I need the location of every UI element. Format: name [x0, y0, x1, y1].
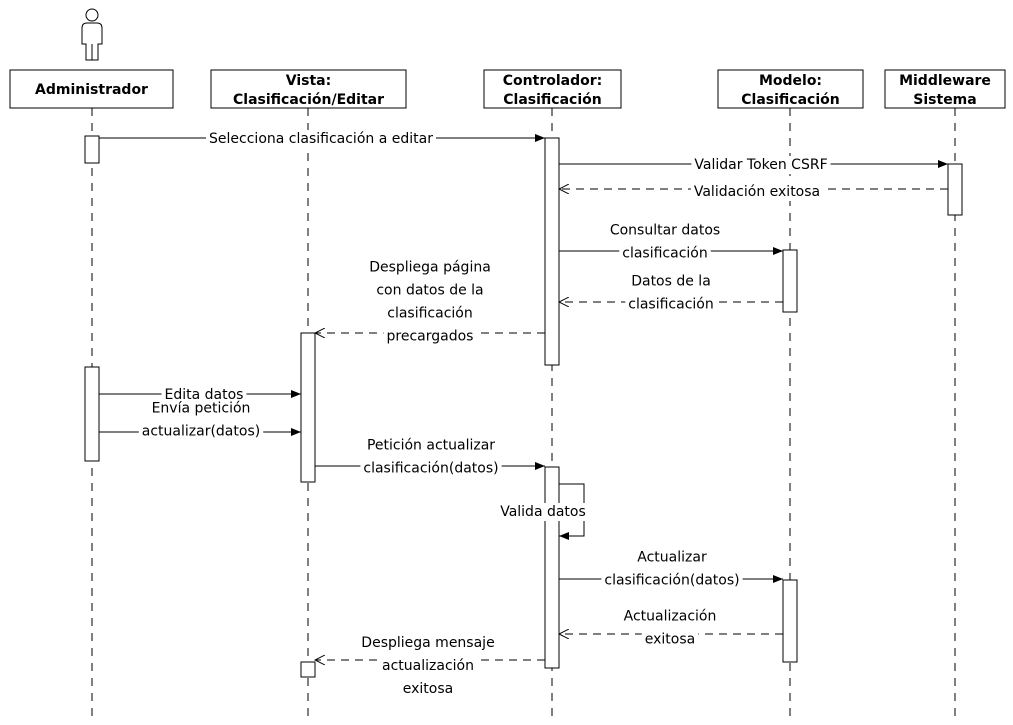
label-background: [363, 436, 499, 455]
participant-box-ctrl: [483, 69, 622, 109]
message-label-m12: Actualización exitosa: [620, 607, 720, 649]
message-label-m5: Datos de la clasificación: [625, 272, 717, 314]
activation-bar-vista-1: [300, 332, 316, 483]
label-background: [634, 548, 710, 567]
message-label-line: clasificación: [628, 297, 713, 313]
label-background: [620, 607, 720, 626]
participant-label: Clasificación: [741, 92, 839, 108]
label-background: [619, 244, 711, 263]
label-background: [366, 258, 494, 277]
message-label-m8: Envía petición actualizar(datos): [138, 399, 264, 441]
participant-vista: Vista: Clasificación/Editar: [210, 69, 407, 109]
message-label-line: clasificación: [622, 246, 707, 262]
message-label-line: con datos de la: [376, 283, 483, 299]
label-background: [148, 399, 254, 418]
participant-label: Clasificación: [503, 92, 601, 108]
participant-label: Administrador: [35, 82, 148, 98]
message-label-line: exitosa: [403, 681, 453, 697]
participant-box-admin: [9, 69, 174, 109]
participant-modelo: Modelo: Clasificación: [717, 69, 864, 109]
message-label-m6: Despliega página con datos de la clasifica…: [366, 258, 494, 346]
message-label-line: Petición actualizar: [367, 438, 495, 454]
activation-bar-vista-2: [300, 661, 316, 678]
label-background: [384, 304, 476, 323]
participant-box-vista: [210, 69, 407, 109]
message-label-m3: Validación exitosa: [690, 183, 824, 201]
label-background: [497, 503, 589, 521]
message-label-line: actualizar(datos): [142, 424, 260, 440]
message-label-line: Despliega mensaje: [361, 635, 494, 651]
message-label-line: Actualización: [624, 609, 717, 625]
message-label-m1: Selecciona clasificación a editar: [206, 130, 436, 148]
label-background: [641, 630, 699, 649]
participant-label: Middleware: [899, 73, 991, 89]
message-label-line: Despliega página: [369, 260, 491, 276]
message-label-line: Actualizar: [637, 550, 707, 566]
label-background: [358, 634, 498, 652]
message-label-line: Consultar datos: [610, 223, 720, 239]
participant-admin: Administrador: [9, 8, 174, 109]
activation-bar-admin-2: [84, 366, 100, 462]
participant-label: Sistema: [913, 92, 976, 108]
participant-box-modelo: [717, 69, 864, 109]
message-label-line: Validar Token CSRF: [694, 157, 827, 173]
message-label-m2: Validar Token CSRF: [691, 156, 831, 174]
message-label-line: clasificación(datos): [363, 461, 498, 477]
activation-bar-ctrl-1: [544, 137, 560, 366]
label-background: [373, 281, 487, 300]
message-label-m10: Valida datos: [497, 503, 589, 521]
message-label-line: Edita datos: [165, 387, 244, 403]
message-label-m13: Despliega mensaje actualización exitosa: [358, 634, 498, 698]
participant-label: Clasificación/Editar: [233, 92, 384, 108]
message-label-line: exitosa: [645, 632, 695, 648]
message-label-line: Selecciona clasificación a editar: [209, 131, 433, 147]
label-background: [379, 657, 477, 675]
activation-bar-modelo-1: [782, 249, 798, 313]
label-background: [691, 156, 831, 174]
message-label-line: Datos de la: [631, 274, 711, 290]
label-background: [690, 183, 824, 201]
participant-label: Vista:: [286, 73, 331, 89]
label-background: [206, 130, 436, 148]
activation-bar-mw-1: [947, 163, 963, 216]
message-label-line: Validación exitosa: [694, 184, 820, 200]
message-label-line: Envía petición: [152, 401, 251, 417]
label-background: [628, 272, 714, 291]
message-label-line: actualización: [382, 658, 474, 674]
activation-bar-ctrl-2: [544, 466, 560, 669]
label-background: [606, 221, 724, 240]
activation-bar-admin-1: [84, 135, 100, 164]
participant-box-mw: [884, 69, 1006, 109]
label-background: [360, 459, 502, 478]
actor-icon: [81, 8, 103, 61]
participant-label: Controlador:: [503, 73, 602, 89]
message-label-line: clasificación: [387, 306, 472, 322]
label-background: [399, 680, 457, 698]
activation-bar-modelo-2: [782, 579, 798, 663]
message-label-m9: Petición actualizar clasificación(datos): [360, 436, 502, 478]
label-background: [138, 422, 264, 441]
participant-ctrl: Controlador: Clasificación: [483, 69, 622, 109]
message-label-m11: Actualizar clasificación(datos): [601, 548, 743, 590]
label-background: [383, 327, 477, 346]
message-label-line: clasificación(datos): [604, 573, 739, 589]
message-label-m4: Consultar datos clasificación: [606, 221, 724, 263]
participant-label: Modelo:: [759, 73, 822, 89]
label-background: [601, 571, 743, 590]
message-label-line: Valida datos: [500, 504, 586, 520]
participant-heads-layer: Administrador Vista: Clasificación/Editar C…: [9, 8, 1006, 109]
message-label-line: precargados: [387, 329, 474, 345]
message-labels-layer: Selecciona clasificación a editarValidar…: [138, 130, 831, 698]
label-background: [625, 295, 717, 314]
